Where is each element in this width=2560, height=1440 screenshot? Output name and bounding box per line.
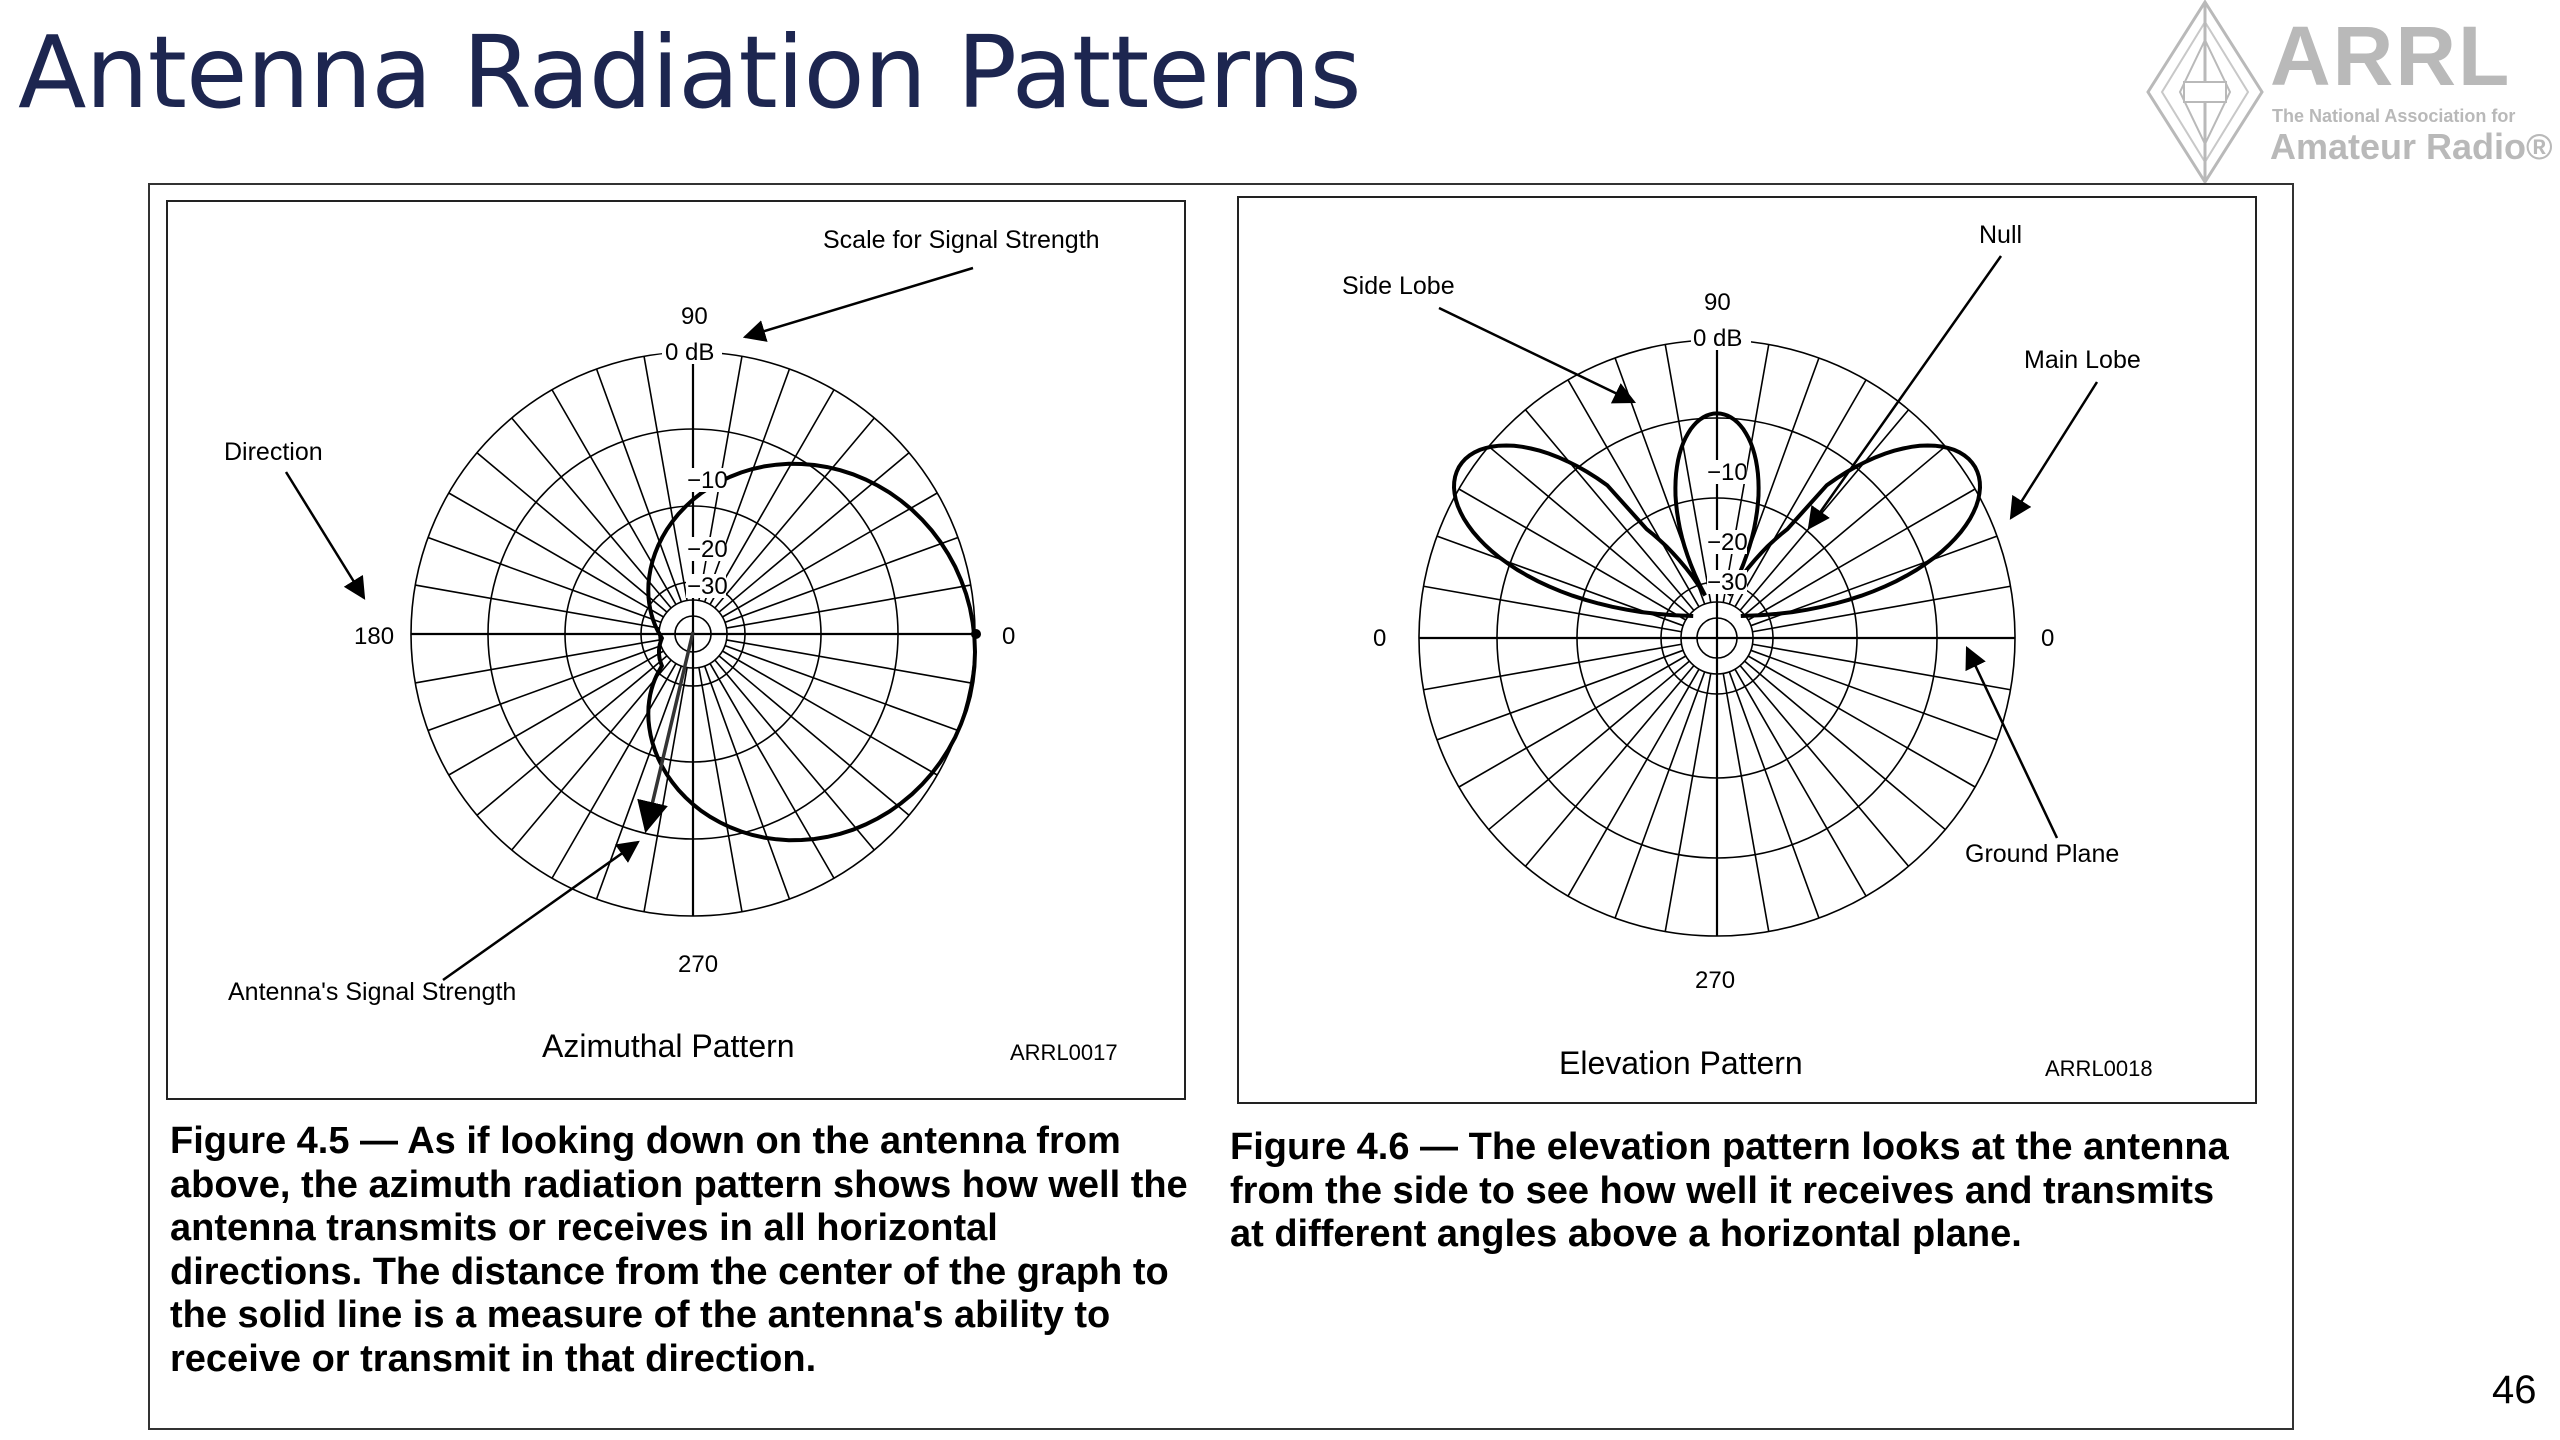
az-label-0db: 0 dB <box>665 339 714 366</box>
elevation-pattern-curve <box>1451 411 1983 618</box>
el-label-minus30: −30 <box>1707 569 1748 596</box>
az-label-minus20: −20 <box>687 536 728 563</box>
azimuthal-figure: 90 0 dB −10 −20 −30 180 0 270 Scale for … <box>166 200 1186 1100</box>
el-label-90: 90 <box>1704 289 1731 316</box>
scale-annotation: Scale for Signal Strength <box>823 226 1100 254</box>
logo-tagline: The National Association for <box>2272 106 2516 126</box>
el-label-minus10: −10 <box>1707 459 1748 486</box>
main-lobe-annotation: Main Lobe <box>2024 346 2141 374</box>
el-figure-code: ARRL0018 <box>2045 1056 2153 1081</box>
az-label-minus30: −30 <box>687 573 728 600</box>
el-label-minus20: −20 <box>1707 529 1748 556</box>
side-lobe-annotation: Side Lobe <box>1342 272 1455 300</box>
signal-annotation: Antenna's Signal Strength <box>228 978 516 1006</box>
direction-annotation: Direction <box>224 438 323 466</box>
null-annotation: Null <box>1979 221 2022 249</box>
slide-number: 46 <box>2492 1368 2537 1412</box>
el-label-right-0: 0 <box>2041 625 2054 652</box>
arrl-logo: ARRL The National Association for Amateu… <box>2140 0 2560 185</box>
signal-strength-vector <box>637 631 695 834</box>
azimuth-pattern-curve <box>646 461 978 843</box>
polar-grid <box>1418 339 2016 937</box>
az-figure-code: ARRL0017 <box>1010 1040 1118 1065</box>
el-label-left-0: 0 <box>1373 625 1386 652</box>
el-label-270: 270 <box>1695 967 1735 994</box>
figure-4-5-caption: Figure 4.5 — As if looking down on the a… <box>170 1120 1188 1380</box>
figure-4-6-caption: Figure 4.6 — The elevation pattern looks… <box>1230 1126 2229 1255</box>
slide-title: Antenna Radiation Patterns <box>18 14 1362 131</box>
az-label-minus10: −10 <box>687 467 728 494</box>
el-label-0db: 0 dB <box>1693 325 1742 352</box>
az-pattern-title: Azimuthal Pattern <box>542 1028 795 1064</box>
az-label-0: 0 <box>1002 623 1015 650</box>
az-label-90: 90 <box>681 303 708 330</box>
az-label-180: 180 <box>354 623 394 650</box>
az-label-270: 270 <box>678 951 718 978</box>
elevation-figure: 90 0 dB −10 −20 −30 0 0 270 Side Lobe Nu… <box>1237 196 2257 1104</box>
ground-plane-annotation: Ground Plane <box>1965 840 2119 868</box>
logo-name: ARRL <box>2270 9 2512 103</box>
content-frame <box>148 183 2294 1430</box>
el-pattern-title: Elevation Pattern <box>1559 1045 1803 1081</box>
arrl-diamond-icon <box>2146 0 2264 185</box>
logo-tagline-main: Amateur Radio® <box>2270 126 2553 167</box>
